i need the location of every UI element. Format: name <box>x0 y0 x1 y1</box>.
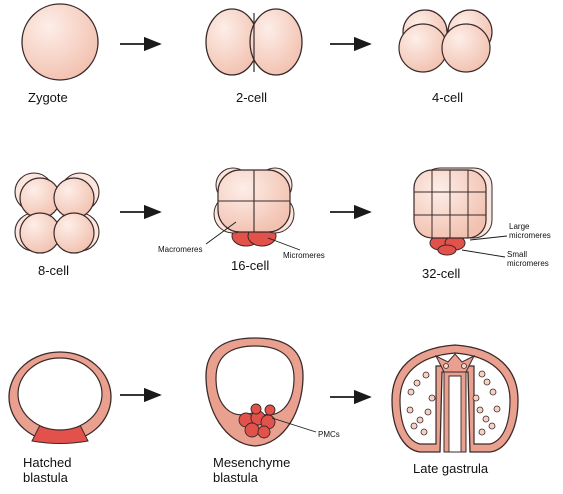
label-2-cell: 2-cell <box>236 90 267 105</box>
hatched-blastula <box>9 352 111 444</box>
label-mesenchyme-blastula-line1: Mesenchyme <box>213 455 290 470</box>
annotation-pmcs: PMCs <box>318 430 340 439</box>
label-32-cell: 32-cell <box>422 266 460 281</box>
label-4-cell: 4-cell <box>432 90 463 105</box>
thirtytwo-cell-embryo <box>414 168 507 257</box>
label-late-gastrula: Late gastrula <box>413 461 488 476</box>
label-zygote: Zygote <box>28 90 68 105</box>
annotation-macromeres: Macromeres <box>158 245 202 254</box>
two-cell-embryo <box>206 9 302 75</box>
mesenchyme-blastula <box>206 338 316 446</box>
annotation-small-micromeres-line1: Small <box>507 250 527 259</box>
annotation-small-micromeres-line2: micromeres <box>507 259 549 268</box>
label-hatched-blastula-line2: blastula <box>23 470 68 485</box>
zygote-cell <box>22 4 98 80</box>
label-mesenchyme-blastula-line2: blastula <box>213 470 258 485</box>
label-hatched-blastula-line1: Hatched <box>23 455 71 470</box>
label-8-cell: 8-cell <box>38 263 69 278</box>
label-16-cell: 16-cell <box>231 258 269 273</box>
annotation-micromeres: Micromeres <box>283 251 325 260</box>
annotation-large-micromeres-line1: Large <box>509 222 529 231</box>
sixteen-cell-embryo <box>206 168 300 250</box>
four-cell-embryo <box>399 10 492 72</box>
eight-cell-embryo <box>15 173 99 253</box>
late-gastrula <box>392 345 518 452</box>
annotation-large-micromeres-line2: micromeres <box>509 231 551 240</box>
